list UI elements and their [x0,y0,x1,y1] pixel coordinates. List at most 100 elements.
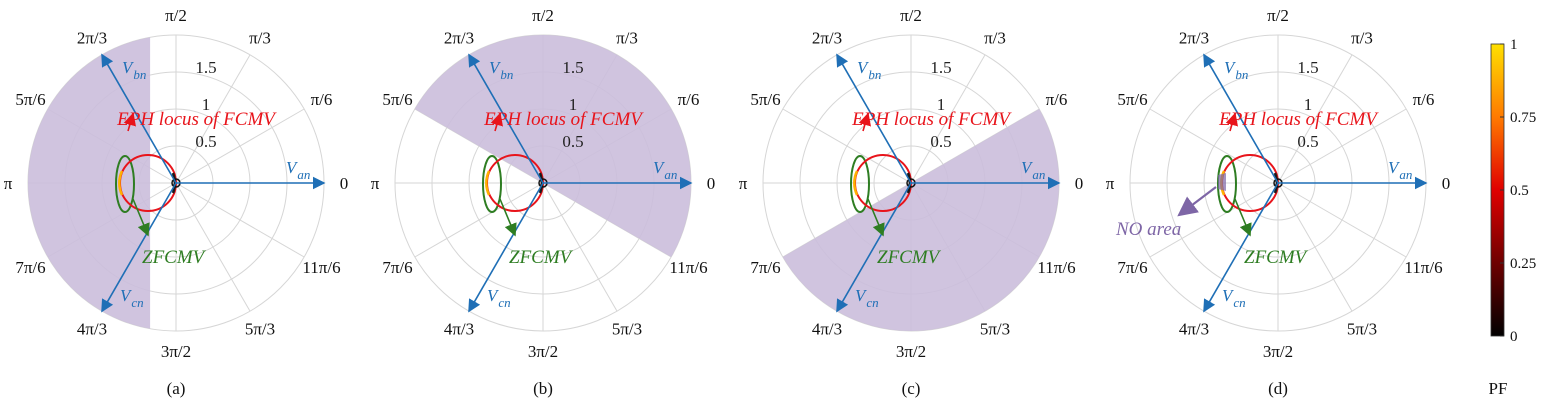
phasor-arrow-bn [1203,53,1279,184]
phasor-subscript: an [297,167,310,182]
phasor-arrow-bn [836,53,912,184]
grid-spoke [175,54,251,184]
angle-tick-label: 0 [340,174,349,193]
zfcmv-annotation: ZFCMV [1244,247,1309,268]
angle-tick-label: 5π/6 [750,90,780,109]
phasor-label-bn: Vbn [857,58,881,82]
angle-tick-label: π/3 [984,29,1006,48]
angle-tick-label: 4π/3 [812,319,842,338]
angle-tick-label: 11π/6 [669,258,707,277]
zfcmv-locus [482,155,502,213]
grid-spoke [782,108,912,184]
phasor-arrow-cn [836,182,912,313]
angle-tick-label: 7π/6 [750,258,780,277]
eph-annotation: EPH locus of FCMV [851,109,1012,130]
colorbar-tick-label: 0 [1510,329,1518,345]
panel-caption: (d) [1268,379,1288,398]
eph-locus-high-pf [485,170,491,196]
grid-spoke [414,182,544,258]
phasor-subscript: bn [868,67,881,82]
angle-tick-label: π/2 [532,6,554,25]
radial-tick-label: 1.5 [195,58,216,77]
phasor-subscript: cn [866,295,878,310]
panel-caption: (c) [902,379,921,398]
polar-panel-a: 0π/6π/3π/22π/35π/6π7π/64π/33π/25π/311π/6… [4,6,349,398]
angle-tick-label: 3π/2 [1263,342,1293,361]
radial-tick-label: 1.5 [1297,58,1318,77]
phasor-subscript: cn [498,295,510,310]
angle-tick-label: 7π/6 [1117,258,1147,277]
eph-annotation: EPH locus of FCMV [1218,109,1379,130]
phasor-subscript: bn [1235,67,1248,82]
angle-tick-label: 3π/2 [896,342,926,361]
angle-tick-label: 5π/6 [15,90,45,109]
eph-annotation: EPH locus of FCMV [483,109,644,130]
grid-spoke [1277,108,1407,184]
angle-tick-label: 2π/3 [1179,29,1209,48]
no-area-region [1218,173,1226,191]
radial-tick-label: 1 [937,95,946,114]
grid-spoke [175,108,305,184]
angle-tick-label: 4π/3 [444,319,474,338]
zfcmv-pointer-arrow [867,198,885,237]
angle-tick-label: π/6 [678,90,700,109]
colorbar-tick-label: 0.5 [1510,183,1529,199]
operating-region-shade [414,35,691,258]
angle-tick-label: 0 [1075,174,1084,193]
angle-tick-label: π [371,174,380,193]
angle-tick-label: 7π/6 [382,258,412,277]
radial-tick-label: 1.5 [930,58,951,77]
grid-spoke [1277,182,1353,312]
zfcmv-annotation: ZFCMV [509,247,574,268]
angle-tick-label: π/2 [900,6,922,25]
angle-tick-label: 5π/6 [1117,90,1147,109]
zfcmv-annotation: ZFCMV [142,247,207,268]
polar-panel-b: 0π/6π/3π/22π/35π/6π7π/64π/33π/25π/311π/6… [371,6,716,398]
angle-tick-label: π/3 [249,29,271,48]
radial-tick-label: 1 [1304,95,1313,114]
angle-tick-label: π/6 [1046,90,1068,109]
grid-spoke [910,54,986,184]
eph-locus-low-pf [1273,172,1279,194]
angle-tick-label: 11π/6 [1037,258,1075,277]
angle-tick-label: 0 [707,174,716,193]
angle-tick-label: π/6 [311,90,333,109]
phasor-label-cn: Vcn [487,286,511,310]
grid-spoke [175,182,305,258]
eph-locus-high-pf [118,170,124,196]
zfcmv-pointer-arrow [499,198,517,237]
radial-tick-label: 1 [569,95,578,114]
radial-tick-label: 0.5 [195,132,216,151]
angle-tick-label: 7π/6 [15,258,45,277]
colorbar: 00.250.50.751 PF [1489,37,1537,398]
zfcmv-locus [850,155,870,213]
angle-tick-label: π/2 [165,6,187,25]
operating-region-shade [782,109,1059,331]
panel-caption: (a) [167,379,186,398]
radial-tick-label: 0.5 [930,132,951,151]
angle-tick-label: 4π/3 [1179,319,1209,338]
phasor-label-cn: Vcn [1222,286,1246,310]
angle-tick-label: 5π/3 [980,319,1010,338]
angle-tick-label: π [1106,174,1115,193]
phasor-subscript: bn [133,67,146,82]
grid-spoke [542,182,618,312]
radial-tick-label: 1.5 [562,58,583,77]
radial-tick-label: 0.5 [562,132,583,151]
angle-tick-label: 0 [1442,174,1451,193]
polar-panel-d: 0π/6π/3π/22π/35π/6π7π/64π/33π/25π/311π/6… [1106,6,1451,398]
angle-tick-label: π [4,174,13,193]
grid-spoke [175,182,251,312]
no-area-label: NO area [1115,219,1181,240]
phasor-subscript: an [1399,167,1412,182]
phasor-arrow-cn [101,182,177,313]
grid-spoke [1149,108,1279,184]
phasor-subscript: cn [131,295,143,310]
eph-pointer-arrow [123,112,136,132]
angle-tick-label: 11π/6 [302,258,340,277]
colorbar-tick-label: 0.75 [1510,110,1536,126]
grid-spoke [1277,54,1353,184]
angle-tick-label: 11π/6 [1404,258,1442,277]
eph-locus-high-pf [853,170,859,196]
